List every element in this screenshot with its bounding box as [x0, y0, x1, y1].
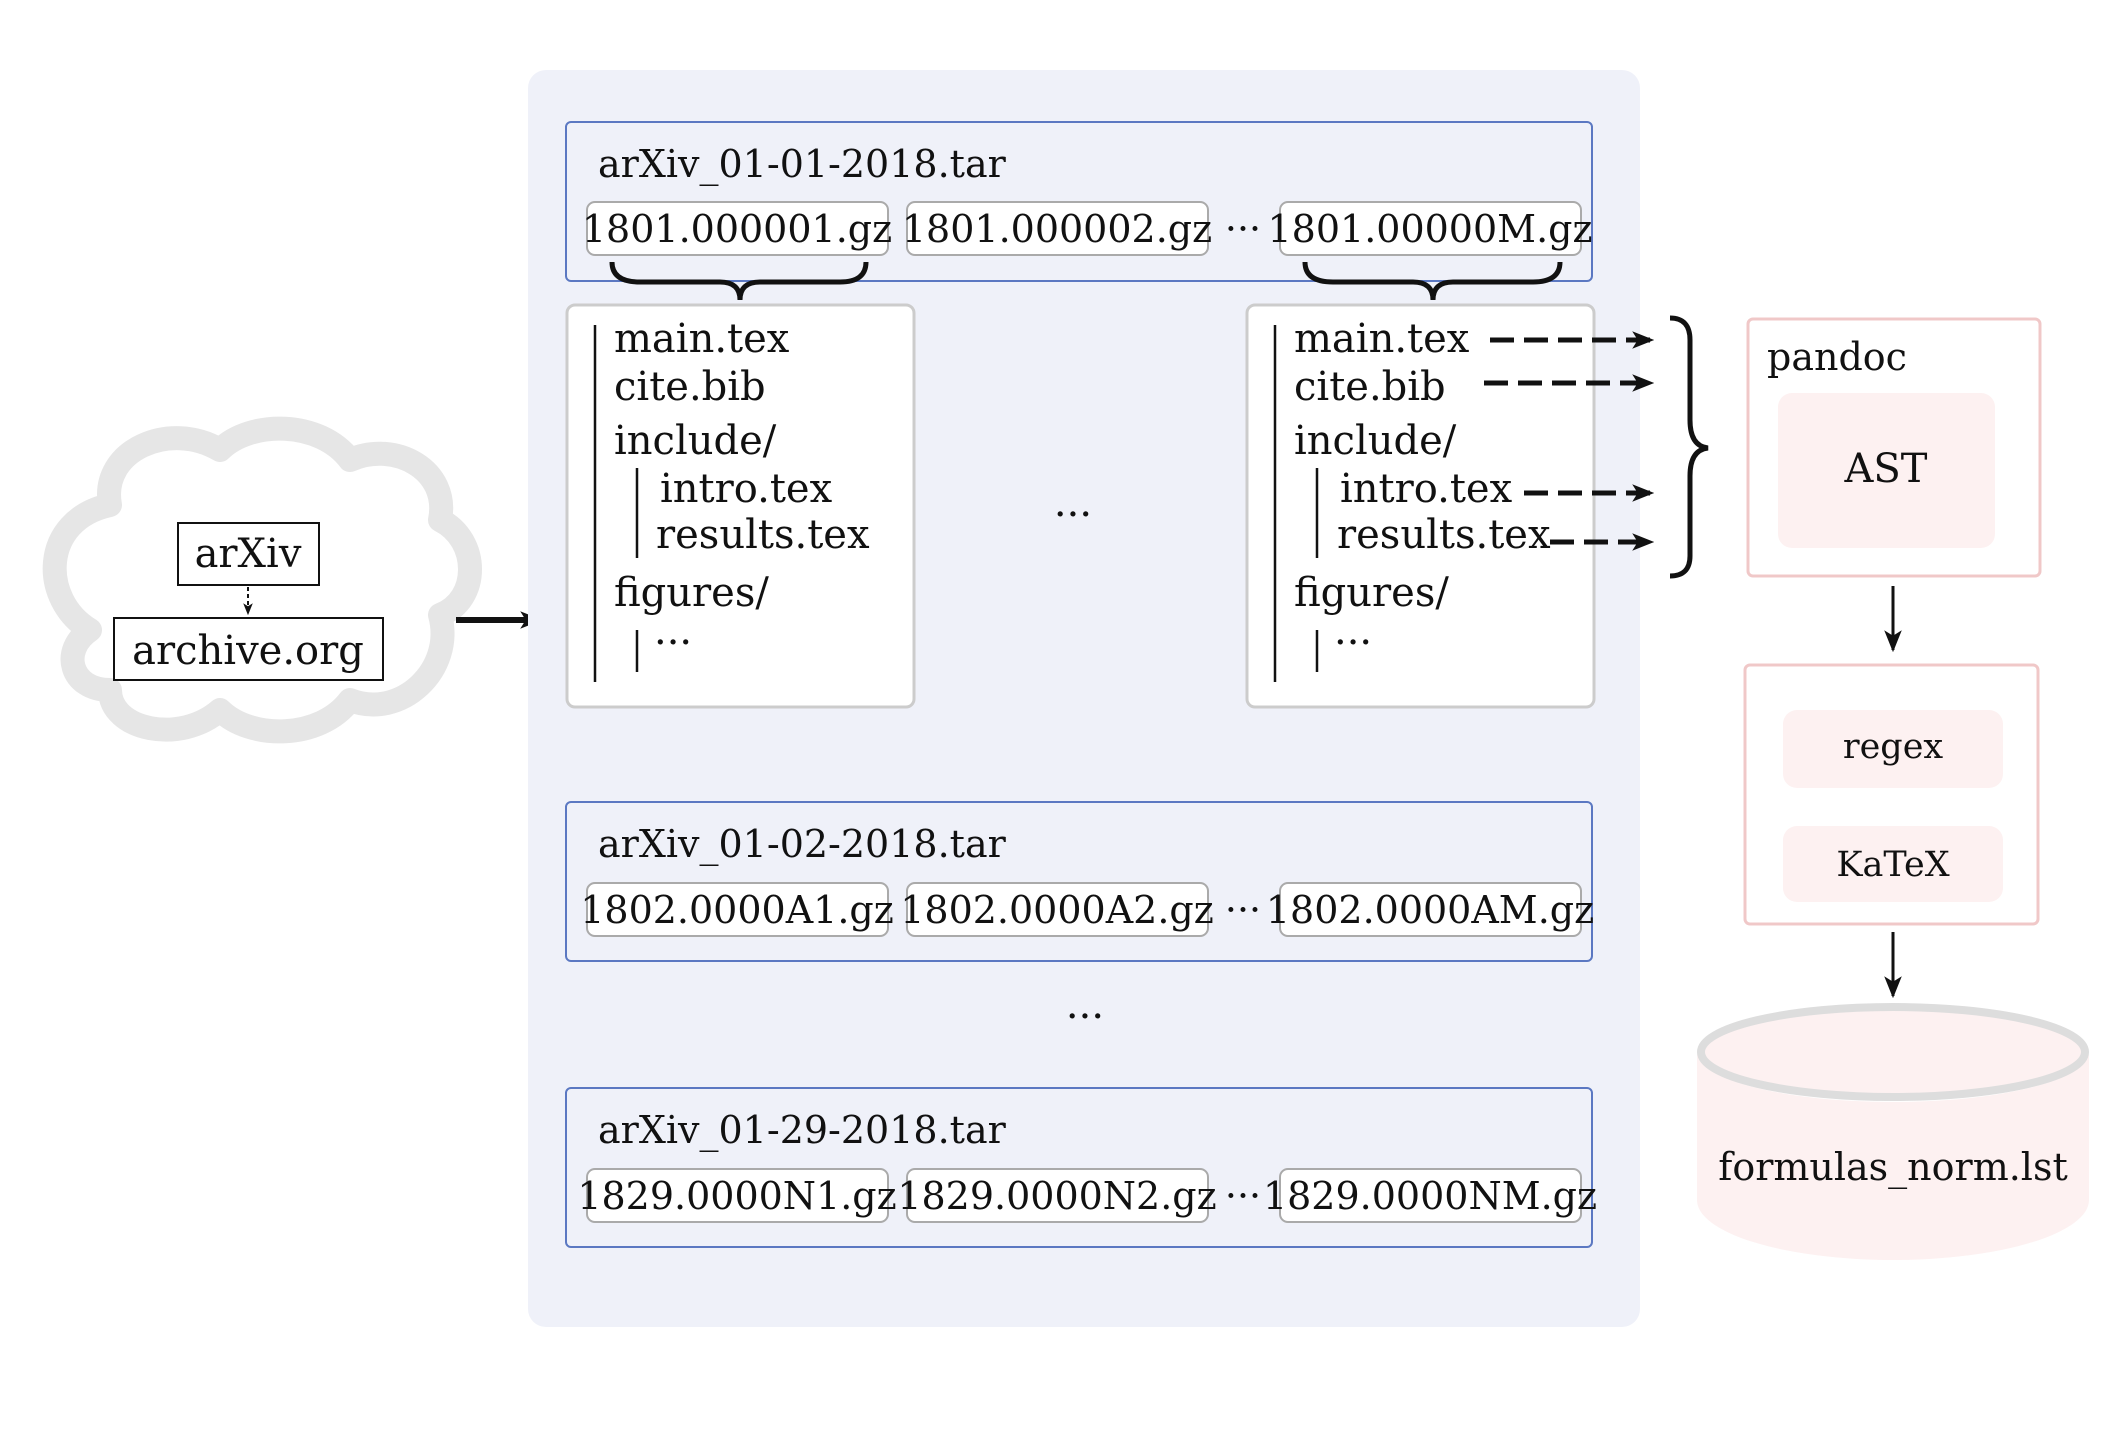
file-name: 1801.000001.gz [582, 207, 892, 251]
file-box [906, 882, 1209, 937]
tree-ellipsis: ··· [1054, 492, 1092, 538]
katex-box [1783, 826, 2003, 902]
katex-logo: KaTeX [1836, 845, 1949, 885]
archive-2: arXiv_01-02-2018.tar 1802.0000A1.gz 1802… [565, 801, 1594, 962]
group-brace [1669, 315, 1709, 579]
file-box [1279, 882, 1582, 937]
file-name: 1802.0000AM.gz [1266, 888, 1594, 932]
file-name: 1829.0000N2.gz [897, 1174, 1216, 1218]
regex-label: regex [1843, 727, 1944, 767]
tree-item-include: include/ [614, 418, 777, 464]
file-name: 1802.0000A1.gz [580, 888, 894, 932]
file-ellipsis: ··· [1225, 888, 1261, 932]
file-name: 1829.0000NM.gz [1263, 1174, 1597, 1218]
file-box [1279, 1168, 1582, 1223]
file-tree-left: main.tex cite.bib include/ intro.tex res… [565, 303, 916, 709]
tree-item-cite: cite.bib [614, 364, 766, 410]
database-icon [1697, 1052, 2089, 1260]
regex-box [1783, 710, 2003, 788]
file-box [906, 201, 1209, 256]
archive-org-label: archive.org [132, 628, 364, 674]
tree-item-main: main.tex [1294, 316, 1470, 362]
tree-item-intro: intro.tex [1340, 466, 1513, 512]
ast-label: AST [1844, 446, 1928, 492]
ast-box [1778, 393, 1995, 548]
tree-item-figures: figures/ [614, 570, 769, 616]
expand-brace-right [1302, 261, 1563, 301]
archive-1: arXiv_01-01-2018.tar 1801.000001.gz 1801… [565, 121, 1593, 282]
pandoc-label: pandoc [1767, 335, 1907, 379]
output-label: formulas_norm.lst [1718, 1145, 2067, 1190]
tree-item-intro: intro.tex [660, 466, 833, 512]
file-name: 1801.00000M.gz [1267, 207, 1592, 251]
pandoc-stage: pandoc AST [1746, 317, 2042, 578]
database-top [1697, 1003, 2089, 1101]
tree-item-main: main.tex [614, 316, 790, 362]
arxiv-box [177, 522, 320, 586]
file-box [586, 1168, 889, 1223]
file-box [586, 201, 889, 256]
archive-3: arXiv_01-29-2018.tar 1829.0000N1.gz 1829… [565, 1087, 1597, 1248]
file-ellipsis: ··· [1225, 207, 1261, 251]
normalize-stage: regex KaTeX [1743, 663, 2040, 926]
cloud-icon [42, 416, 482, 744]
tree-item-cite: cite.bib [1294, 364, 1446, 410]
file-tree-right: main.tex cite.bib include/ intro.tex res… [1245, 303, 1596, 709]
source-arrows [1484, 331, 1655, 551]
archive-name: arXiv_01-02-2018.tar [598, 822, 1007, 867]
tree-item-more: ··· [1334, 620, 1372, 666]
output-database: formulas_norm.lst [1697, 1003, 2089, 1260]
file-name: 1829.0000N1.gz [577, 1174, 896, 1218]
tree-item-figures: figures/ [1294, 570, 1449, 616]
source-cloud: arXiv archive.org [42, 416, 482, 744]
archive-name: arXiv_01-01-2018.tar [598, 142, 1007, 187]
file-box [586, 882, 889, 937]
file-tree-box [1245, 303, 1596, 709]
file-name: 1801.000002.gz [902, 207, 1212, 251]
tree-item-results: results.tex [656, 512, 870, 558]
arxiv-label: arXiv [195, 531, 302, 577]
file-box [1279, 201, 1582, 256]
tree-item-include: include/ [1294, 418, 1457, 464]
file-box [906, 1168, 1209, 1223]
expand-brace-left [609, 261, 869, 301]
tree-item-more: ··· [654, 620, 692, 666]
file-tree-box [565, 303, 916, 709]
archive-ellipsis: ··· [1066, 994, 1104, 1040]
file-ellipsis: ··· [1225, 1174, 1261, 1218]
file-name: 1802.0000A2.gz [900, 888, 1214, 932]
tree-item-results: results.tex [1337, 512, 1551, 558]
archive-name: arXiv_01-29-2018.tar [598, 1108, 1007, 1153]
archive-org-box [113, 617, 384, 681]
